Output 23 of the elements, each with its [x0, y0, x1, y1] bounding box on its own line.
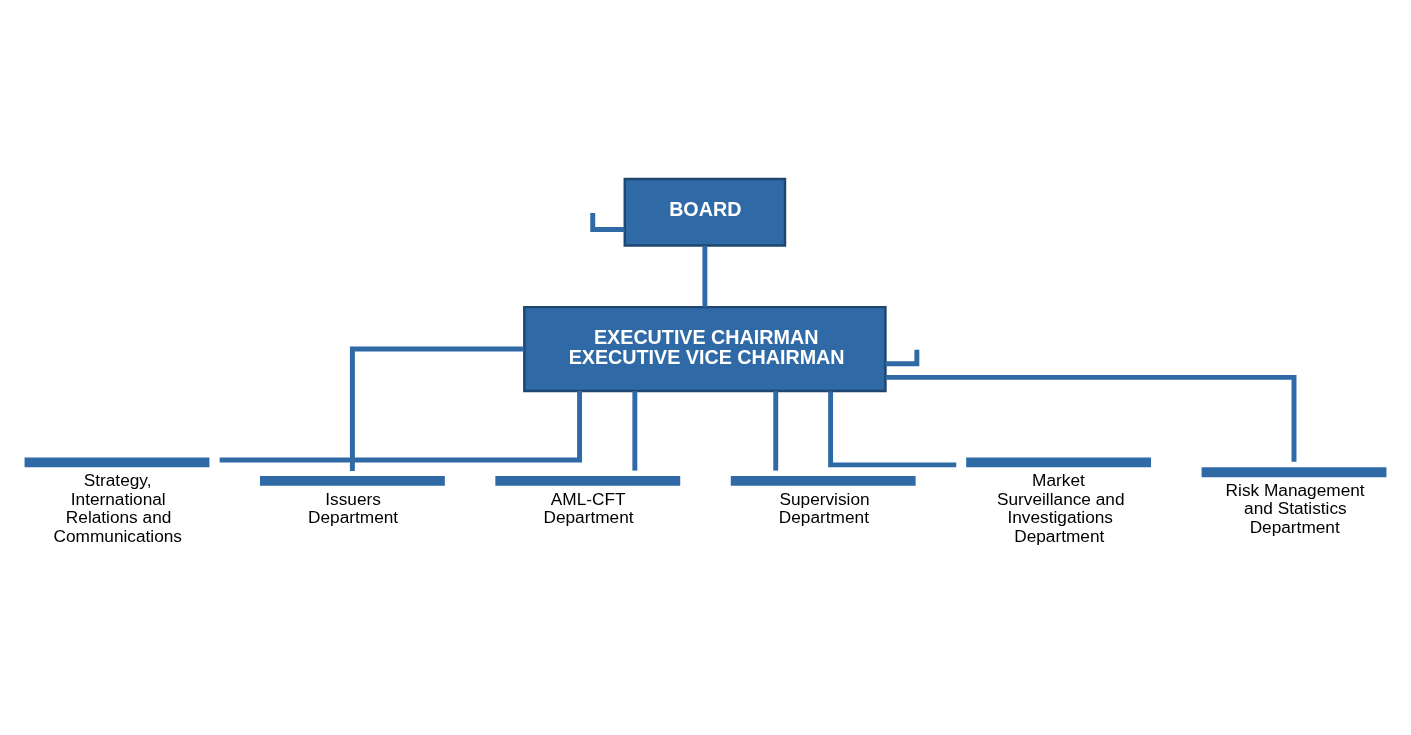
node-label: AML-CFT Department	[543, 488, 634, 528]
connector	[219, 390, 583, 463]
node-label: Market Surveillance and Investigations Department	[996, 470, 1125, 546]
connector	[590, 212, 625, 232]
node-box	[730, 475, 916, 486]
node-box: BOARD	[623, 177, 787, 247]
node-box	[966, 457, 1152, 468]
connector	[885, 374, 1297, 462]
node-box: EXECUTIVE CHAIRMAN EXECUTIVE VICE CHAIRMAN	[523, 305, 887, 393]
connector	[349, 346, 524, 471]
connector	[885, 349, 920, 367]
node-label: Strategy, International Relations and Communications	[53, 470, 182, 546]
connector	[828, 391, 957, 468]
node-box	[1201, 467, 1387, 478]
node-box	[259, 475, 445, 486]
connector	[632, 391, 638, 471]
connector	[702, 245, 708, 308]
node-label: Risk Management and Statistics Department	[1225, 479, 1365, 537]
node-box	[495, 475, 681, 486]
connector	[773, 391, 779, 471]
node-label: Supervision Department	[778, 488, 870, 528]
node-label: Issuers Department	[308, 488, 399, 528]
node-box	[24, 457, 210, 468]
